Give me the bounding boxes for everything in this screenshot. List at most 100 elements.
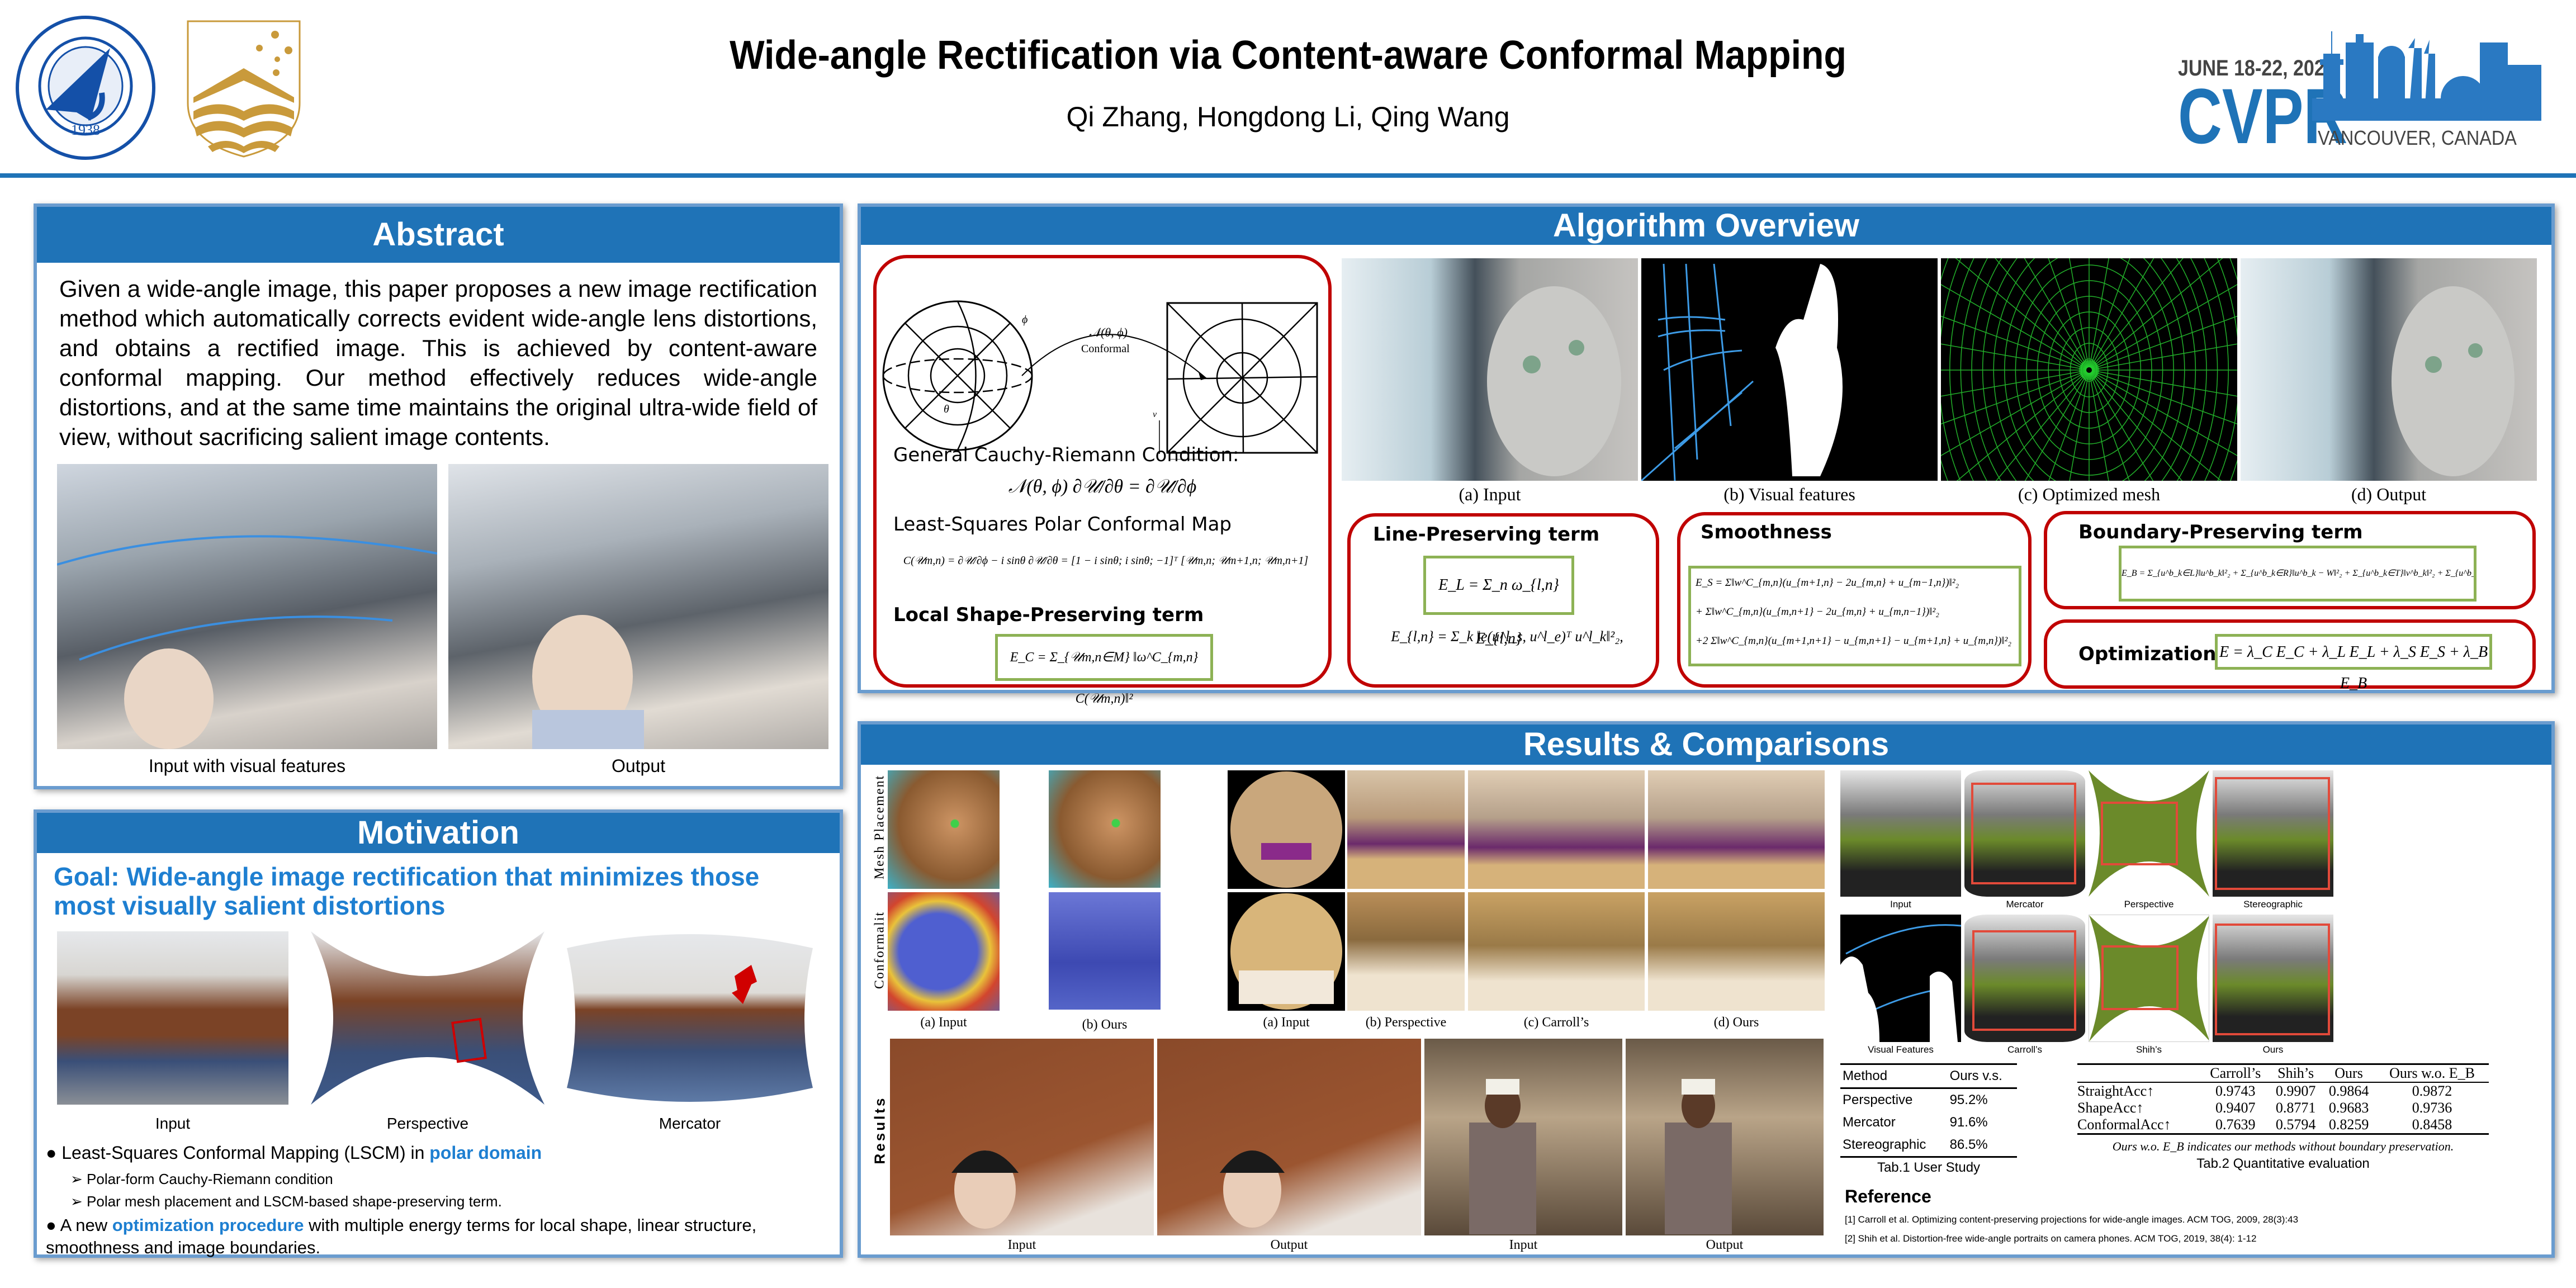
motivation-caption-perspective: Perspective [386,1115,469,1132]
grid-caption-shih: Shih’s [2136,1044,2162,1055]
mesh-radial-line [2089,284,2237,371]
abstract-input-image [57,464,437,749]
theta-label: θ [944,403,949,415]
motivation-panel: Motivation Goal: Wide-angle image rectif… [34,809,843,1258]
mesh-radial-line [1941,343,2090,371]
reference-heading: Reference [1845,1186,1931,1206]
sub-1-text: Polar-form Cauchy-Riemann condition [87,1171,333,1187]
optimization-title: Optimization [2078,643,2217,665]
table-row: Stereographic 86.5% [1840,1134,2017,1157]
grid-carroll-image [1964,915,2085,1042]
perspective-warp-icon [311,931,544,1105]
algorithm-heading: Algorithm Overview [861,207,2551,245]
boundary-preserving-box: Boundary-Preserving term E_B = Σ_{u^b_k∈… [2044,511,2536,609]
u-axis-label: u [1211,456,1215,460]
conformality-ours-image [1049,892,1161,1010]
line-preserving-box: Line-Preserving term E_L = Σ_n ω_{l,n} E… [1347,513,1659,688]
left-caption-ours: (b) Ours [1082,1017,1128,1032]
mesh-radial-line [2069,370,2090,481]
bottom-caption-input-2: Input [1509,1238,1538,1252]
svg-text:1938: 1938 [71,122,100,138]
local-shape-equation: E_C = Σ_{𝒰m,n∈M} ‖ω^C_{m,n} C(𝒰m,n)‖² [995,634,1213,706]
mesh-ring [2070,343,2109,397]
motivation-input-image [57,931,288,1105]
person-icon [951,1150,1019,1229]
cvpr-logo: JUNE 18-22, 2023 CVPR VANCOUVER, CANADA [2178,31,2541,155]
mesh-radial-line [2089,370,2109,481]
motivation-caption-input: Input [155,1115,191,1132]
smoothness-box: Smoothness E_S = Σ‖w^C_{m,n}(u_{m+1,n} −… [1677,512,2032,688]
optimization-box: Optimization E = λ_C E_C + λ_L E_L + λ_S… [2044,619,2536,692]
reference-item-2: [2] Shih et al. Distortion-free wide-ang… [1845,1233,2257,1244]
tab2-caption: Tab.2 Quantitative evaluation [2196,1156,2370,1171]
line-preserving-title: Line-Preserving term [1373,523,1600,546]
tab1-cell: Perspective [1843,1092,1913,1107]
grid-caption-stereographic: Stereographic [2243,899,2303,910]
mesh-radial-line [1995,258,2090,371]
anu-logo [186,19,302,159]
map-label: 𝒩(θ, ϕ) [1089,325,1128,339]
smoothness-equation-3: +2 Σ‖w^C_{m,n}(u_{m+1,n+1} − u_{m,n+1} −… [1696,635,2011,647]
mesh-ring [2015,264,2163,476]
conformal-map-box: 𝒩(θ, ϕ) Conformal θ ϕ u v General Cauchy… [873,255,1332,706]
result-input-image-1 [890,1039,1154,1235]
mesh-radial-line [2089,258,2223,371]
mesh-ring [2059,327,2119,413]
cauchy-riemann-title: General Cauchy-Riemann Condition: [893,444,1239,466]
anu-crest-icon [187,20,301,158]
vancouver-skyline-icon [2312,31,2541,121]
mesh-radial-line [1941,284,2090,371]
mesh-radial-line [1941,370,2090,456]
tab1-cell: 86.5% [1949,1137,1988,1152]
mesh-placement-ours-image-2 [1049,770,1161,888]
smoothness-equations: E_S = Σ‖w^C_{m,n}(u_{m+1,n} − 2u_{m,n} +… [1688,566,2021,666]
mesh-radial-line [1956,370,2090,481]
conference-location: VANCOUVER, CANADA [2318,126,2517,149]
tab2-header: Carroll’s [2210,1065,2261,1081]
highlight-box [2101,802,2178,865]
mesh-ring [2037,296,2142,444]
highlight-box [1972,930,2076,1031]
tab1-cell: Mercator [1843,1115,1896,1130]
row-label-conformality: Conformalit [872,911,887,989]
grid-caption-visual-features: Visual Features [1868,1044,1934,1055]
algorithm-panel: Algorithm Overview 𝒩(θ, ϕ) Conformal θ ϕ [858,203,2555,706]
grid-caption-input: Input [1890,899,1911,910]
grid-ours-image [2213,915,2333,1042]
tab1-cell: Stereographic [1843,1137,1926,1152]
cauchy-riemann-equation: 𝒩(θ, ϕ) ∂𝒰/∂θ = ∂𝒰/∂ϕ [1008,476,1197,497]
mesh-radial-line [2089,258,2154,371]
mesh-radial-line [2089,370,2130,481]
mesh-radial-line [1995,370,2090,481]
fisheye-input-image-1 [1228,770,1345,889]
mesh-radial-line [2048,370,2090,481]
tab2-header: Ours [2334,1065,2363,1081]
tab2-cell: 0.9683 [2328,1100,2369,1116]
motivation-sub-1: ➢ Polar-form Cauchy-Riemann condition [70,1171,333,1188]
grid-input-image [1840,770,1961,897]
motivation-sub-2: ➢ Polar mesh placement and LSCM-based sh… [70,1193,502,1210]
tab1-header-ours: Ours v.s. [1949,1068,2002,1083]
mesh-radial-line [2089,258,2130,371]
tab1-header-method: Method [1843,1068,1888,1083]
tab2-cell: 0.8259 [2328,1116,2369,1133]
bullet-1-highlight: polar domain [429,1143,542,1163]
carroll-image-2 [1468,892,1645,1011]
mid-caption-ours: (d) Ours [1713,1015,1759,1030]
mesh-ring [2048,311,2130,429]
mesh-radial-line [2089,370,2237,425]
bullet-dot-icon: ● [46,1215,56,1235]
tab2-header: Shih’s [2277,1065,2314,1081]
mesh-radial-line [1941,370,2090,425]
visual-feature-lines-icon [57,535,437,749]
sphere-to-plane-diagram: 𝒩(θ, ϕ) Conformal θ ϕ u v [882,300,1318,460]
npu-seal-icon: 1938 [16,16,155,160]
conference-dates: JUNE 18-22, 2023 [2178,56,2336,80]
mesh-radial-line [1941,315,2090,371]
quantitative-table-wrap: Carroll’s Shih’s Ours Ours w.o. E_B Stra… [2077,1063,2489,1172]
tab2-cell: 0.8771 [2275,1100,2316,1116]
